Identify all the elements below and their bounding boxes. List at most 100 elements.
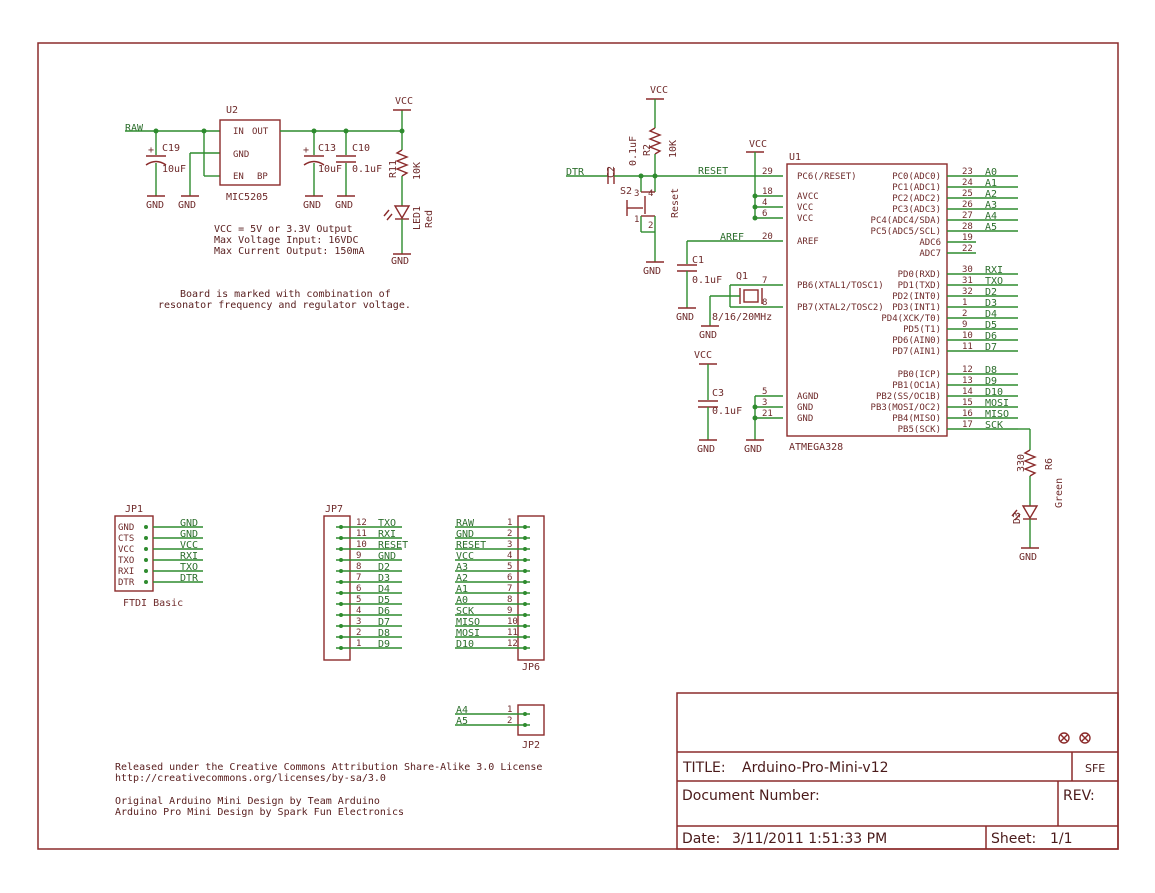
mcu-right-net-label: SCK [985,420,1003,431]
jp7-net-label: D3 [378,573,390,584]
sfe-logo-icon [1058,732,1091,744]
vcc-label-reg: VCC [395,96,413,107]
mcu-right-net-label: D8 [985,365,997,376]
mcu-right-net-label: A2 [985,189,997,200]
jp6-net-label: RAW [456,518,475,529]
c3-ref: C3 [712,388,724,399]
svg-text:GND: GND [233,150,249,160]
mcu-right-pin-num: 2 [962,309,967,319]
svg-text:GND: GND [643,266,661,277]
jp6-net-label: SCK [456,606,474,617]
mcu-right-net-label: MOSI [985,398,1009,409]
svg-text:EN: EN [233,172,244,182]
svg-text:GND: GND [335,200,353,211]
jp7-net-label: RESET [378,540,408,551]
c10-value: 0.1uF [352,164,382,175]
mcu-right-pin-num: 28 [962,222,973,232]
svg-text:1: 1 [634,215,639,225]
document-number-label: Document Number: [682,788,820,804]
board-note-1: Board is marked with combination of [180,289,391,300]
jp1-net-label: GND [180,529,198,540]
jp6-net-label: MOSI [456,628,480,639]
mcu-right-net-label: D2 [985,287,997,298]
jp7-net-label: D8 [378,628,390,639]
jp6-net-label: D10 [456,639,474,650]
jp6-pin-num: 2 [507,529,512,539]
mcu-right-net-label: D7 [985,342,997,353]
jp6-net-label: A3 [456,562,468,573]
mcu-right-net-label: A5 [985,222,997,233]
mcu-left-pin-name: GND [797,403,813,413]
jp1-pin-name: CTS [118,534,134,544]
company-label: SFE [1085,762,1105,775]
jp6-ref: JP6 [522,662,540,673]
jp1-net-label: VCC [180,540,198,551]
jp7-net-label: RXI [378,529,396,540]
mcu-right-pin-num: 16 [962,409,973,419]
mcu-right-net-label: D6 [985,331,997,342]
mcu-right-net-label: TXO [985,276,1003,287]
power-section: RAW + C19 10uF GND GND U2 IN OUT GND EN … [125,96,435,311]
svg-text:GND: GND [744,444,762,455]
jp1-pin-name: GND [118,523,134,533]
svg-text:GND: GND [303,200,321,211]
mcu-right-pin-num: 27 [962,211,973,221]
svg-text:GND: GND [699,330,717,341]
c13-value: 10uF [318,164,342,175]
c19-ref: C19 [162,143,180,154]
dtr-net-label: DTR [566,167,585,178]
svg-text:VCC: VCC [749,139,767,150]
vcc-note-3: Max Current Output: 150mA [214,246,365,257]
jp1-pin-name: DTR [118,578,135,588]
u1-part: ATMEGA328 [789,442,843,453]
jp1-net-label: DTR [180,573,199,584]
mcu-right-pin-num: 13 [962,376,973,386]
svg-text:GND: GND [1019,552,1037,563]
r6-value: 330 [1016,454,1027,472]
jp6-pin-num: 8 [507,595,512,605]
svg-text:GND: GND [146,200,164,211]
jp7-pin-num: 4 [356,606,361,616]
jp7-net-label: D5 [378,595,390,606]
jp7-net-label: D2 [378,562,390,573]
mcu-left-pin-name: AREF [797,237,819,247]
sheet-value: 1/1 [1050,831,1073,847]
jp6-pin-num: 5 [507,562,512,572]
mcu-u1 [786,163,948,437]
mcu-left-pin-name: GND [797,414,813,424]
q1-ref: Q1 [736,271,748,282]
mcu-left-pin-name: VCC [797,214,813,224]
led1-color: Red [424,210,435,228]
mcu-right-pin-name: ADC6 [919,238,941,248]
title-label: TITLE: [682,760,726,776]
jp7-pin-num: 5 [356,595,361,605]
u1-ref: U1 [789,152,801,163]
s2-ref: S2 [620,186,632,197]
license-line-1: Released under the Creative Commons Attr… [115,762,542,773]
vcc-note-1: VCC = 5V or 3.3V Output [214,224,352,235]
mcu-right-pin-num: 10 [962,331,973,341]
svg-text:GND: GND [676,312,694,323]
title-value: Arduino-Pro-Mini-v12 [742,760,889,776]
mcu-right-pin-name: PC0(ADC0) [892,172,941,182]
mcu-right-net-label: D5 [985,320,997,331]
mcu-right-net-label: D3 [985,298,997,309]
raw-net-label: RAW [125,123,144,134]
mcu-right-pin-name: PC2(ADC2) [892,194,941,204]
d3-color: Green [1054,478,1065,508]
r6-ref: R6 [1044,458,1055,470]
mcu-right-pin-num: 14 [962,387,973,397]
jp7-pin-num: 3 [356,617,361,627]
jp6-net-label: VCC [456,551,474,562]
svg-text:VCC: VCC [650,85,668,96]
mcu-left-pin-num: 6 [762,209,767,219]
mcu-right-pin-num: 31 [962,276,973,286]
jp6-pin-num: 7 [507,584,512,594]
date-value: 3/11/2011 1:51:33 PM [732,831,887,847]
svg-text:VCC: VCC [694,350,712,361]
mcu-left-pin-num: 18 [762,187,773,197]
r2-ref: R2 [642,144,653,156]
